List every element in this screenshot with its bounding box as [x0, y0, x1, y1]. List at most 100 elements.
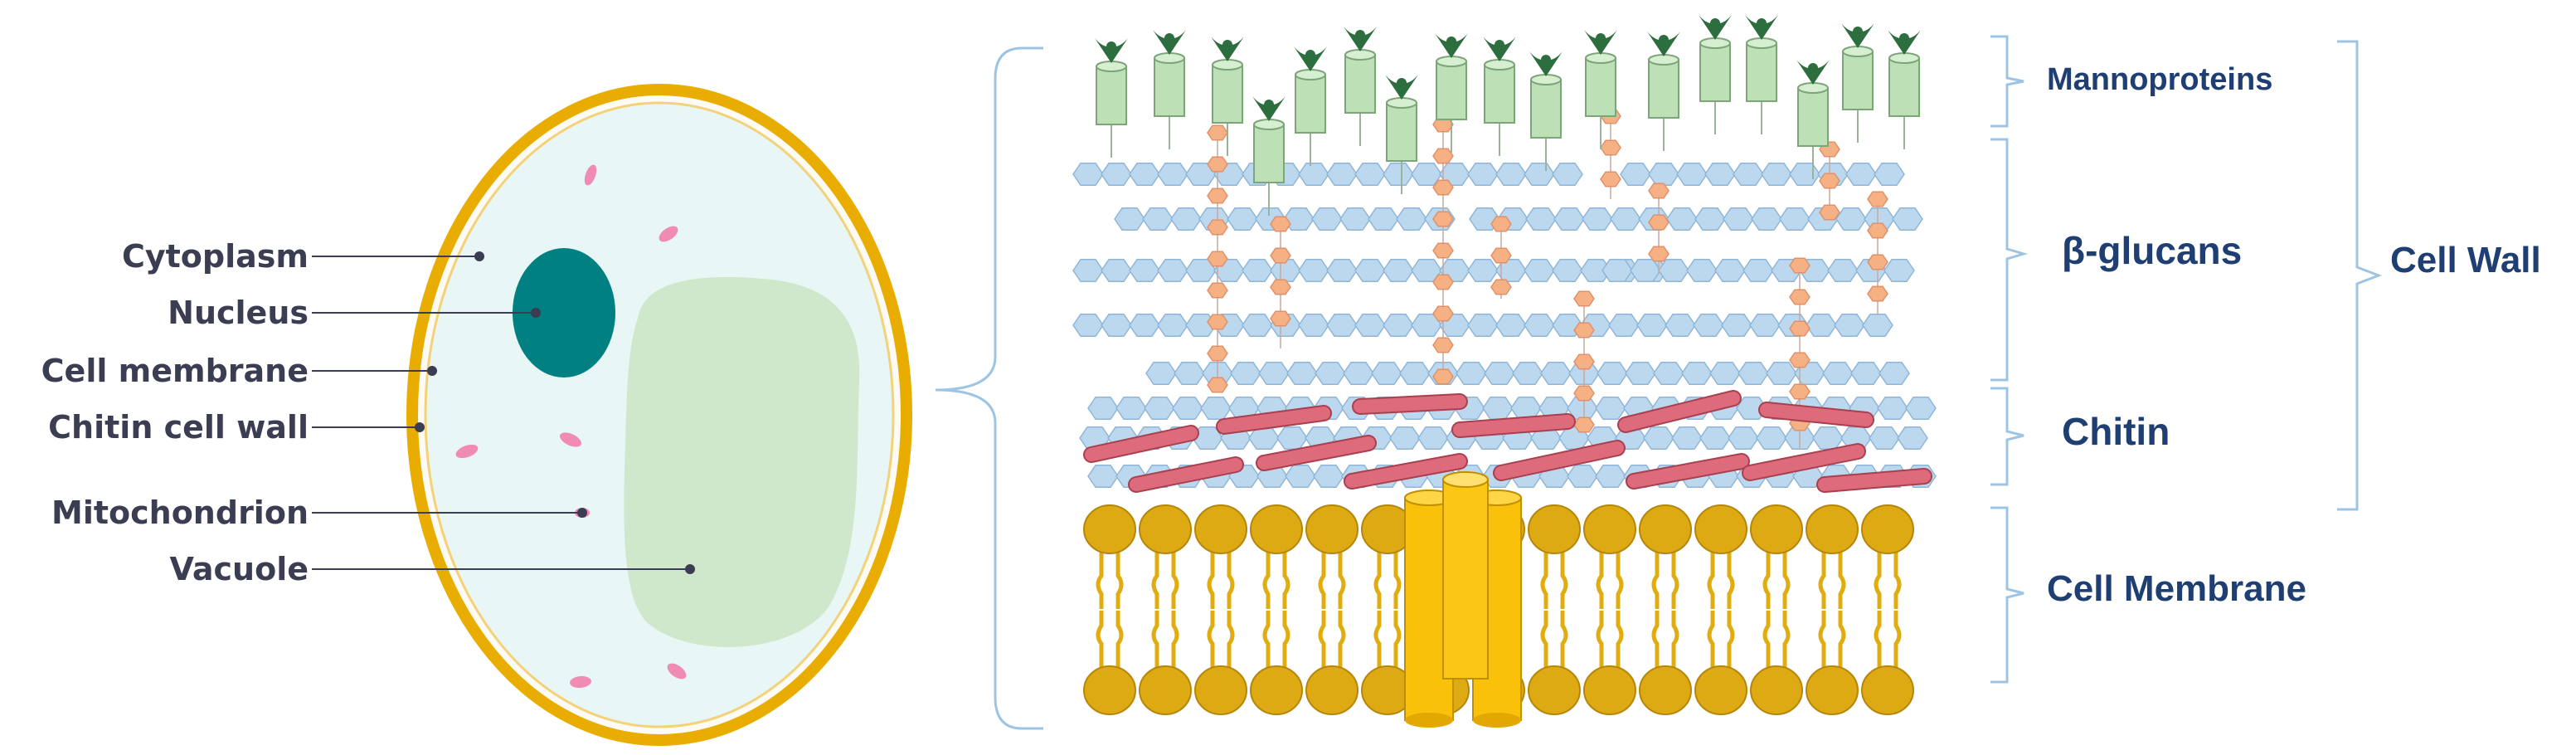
- glucan-link-unit: [1270, 310, 1291, 327]
- glucan-link-unit: [1490, 216, 1512, 232]
- glucan-link-unit: [1207, 188, 1228, 204]
- membrane-protein: [1404, 471, 1522, 728]
- glucan-unit: [1540, 361, 1572, 386]
- lipid-tail: [1616, 611, 1624, 669]
- glucan-unit: [1101, 313, 1132, 338]
- glucan-unit: [1620, 162, 1651, 187]
- mitochondrion: [455, 444, 479, 459]
- glucan-link-unit: [1207, 314, 1228, 330]
- lipid-head: [1194, 665, 1247, 715]
- glucan-link-unit: [1432, 274, 1454, 290]
- label-cell-wall: Cell Wall: [2390, 240, 2541, 280]
- glucan-link-unit: [1432, 211, 1454, 227]
- mannoprotein-head-dot: [1757, 18, 1767, 28]
- glucan-link-unit: [1789, 352, 1810, 368]
- glucan-unit: [1812, 426, 1844, 451]
- glucan-unit: [1145, 361, 1177, 386]
- glucan-unit: [1242, 258, 1273, 283]
- lipid-tail: [1818, 611, 1826, 669]
- lipid-tail: [1818, 551, 1826, 609]
- glucan-unit: [1396, 207, 1427, 231]
- chitin-rod: [1627, 455, 1748, 488]
- mannoprotein-head-dot: [1164, 33, 1174, 43]
- lipid-head: [1583, 665, 1636, 715]
- mannoprotein-head-dot: [1106, 41, 1116, 51]
- glucan-link-unit: [1573, 290, 1595, 307]
- glucan-link-unit: [1789, 257, 1810, 274]
- glucan-link-unit: [1207, 251, 1228, 267]
- lipid-tail: [1115, 551, 1124, 609]
- mannoprotein-cylinder: [1842, 51, 1874, 110]
- mannoprotein-head-dot: [1495, 40, 1504, 50]
- lipid-tail: [1671, 611, 1679, 669]
- mannoprotein-head-dot: [1446, 37, 1456, 46]
- mannoprotein-head-dot: [1264, 100, 1274, 110]
- glucan-unit: [1845, 162, 1877, 187]
- glucan-unit: [1699, 426, 1731, 451]
- mannoprotein-cylinder: [1096, 66, 1127, 125]
- lipid-tail: [1227, 611, 1235, 669]
- glucan-unit: [1733, 162, 1764, 187]
- glucan-unit: [1779, 207, 1810, 231]
- lipid-tail: [1762, 611, 1771, 669]
- glucan-unit: [1354, 313, 1386, 338]
- chitin-layer: [1083, 390, 1932, 493]
- glucan-link-unit: [1432, 179, 1454, 196]
- glucan-unit: [1693, 313, 1724, 338]
- glucan-unit: [1326, 313, 1358, 338]
- glucan-unit: [1354, 258, 1386, 283]
- lipid-tail: [1262, 551, 1271, 609]
- glucan-unit: [1582, 207, 1613, 231]
- glucan-unit: [1200, 396, 1232, 421]
- lipid-tail: [1651, 551, 1660, 609]
- glucan-unit: [1315, 361, 1346, 386]
- leader-lines: [312, 251, 695, 574]
- mitochondrion: [570, 675, 591, 689]
- glucan-unit: [1869, 426, 1900, 451]
- glucan-unit: [1761, 162, 1792, 187]
- chitin-rod: [1130, 458, 1242, 491]
- glucan-unit: [1905, 396, 1937, 421]
- lipid-tail: [1207, 611, 1215, 669]
- glucan-unit: [1258, 361, 1290, 386]
- mannoprotein-cylinder: [1530, 79, 1562, 139]
- glucan-unit: [1227, 207, 1258, 231]
- lipid-tail: [1171, 611, 1179, 669]
- glucan-unit: [1709, 361, 1741, 386]
- glucan-unit: [1326, 162, 1358, 187]
- glucan-unit: [1658, 258, 1689, 283]
- lipid-tail: [1727, 611, 1735, 669]
- lipid-tail: [1373, 551, 1382, 609]
- glucan-unit: [1286, 361, 1318, 386]
- glucan-unit: [1524, 313, 1555, 338]
- glucan-link-unit: [1573, 322, 1595, 339]
- glucan-unit: [1298, 313, 1329, 338]
- glucan-link-unit: [1819, 173, 1840, 189]
- glucan-unit: [1694, 207, 1726, 231]
- mitochondrion: [667, 663, 687, 680]
- lipid-head: [1694, 504, 1747, 554]
- lipid-tail: [1616, 551, 1624, 609]
- glucan-unit: [1467, 258, 1499, 283]
- chitin-rod: [1743, 445, 1864, 480]
- glucan-unit: [1714, 258, 1746, 283]
- chitin-rod: [1760, 403, 1873, 426]
- glucan-unit: [1877, 396, 1908, 421]
- glucan-unit: [1072, 258, 1104, 283]
- glucan-unit: [1827, 258, 1859, 283]
- label-chitin-cell-wall: Chitin cell wall: [48, 409, 309, 446]
- glucan-unit: [1495, 258, 1527, 283]
- glucan-link-unit: [1270, 216, 1291, 232]
- glucan-unit: [1742, 258, 1774, 283]
- lipid-tail: [1151, 551, 1159, 609]
- glucan-unit: [1630, 258, 1661, 283]
- glucan-unit: [1512, 361, 1543, 386]
- label-chitin: Chitin: [2062, 410, 2170, 453]
- chitin-rod: [1619, 392, 1740, 431]
- lipid-tail: [1707, 551, 1715, 609]
- glucan-unit: [1343, 361, 1374, 386]
- lipid-tail: [1727, 551, 1735, 609]
- glucan-unit: [1648, 162, 1679, 187]
- label-cell-membrane-layer: Cell Membrane: [2047, 568, 2306, 609]
